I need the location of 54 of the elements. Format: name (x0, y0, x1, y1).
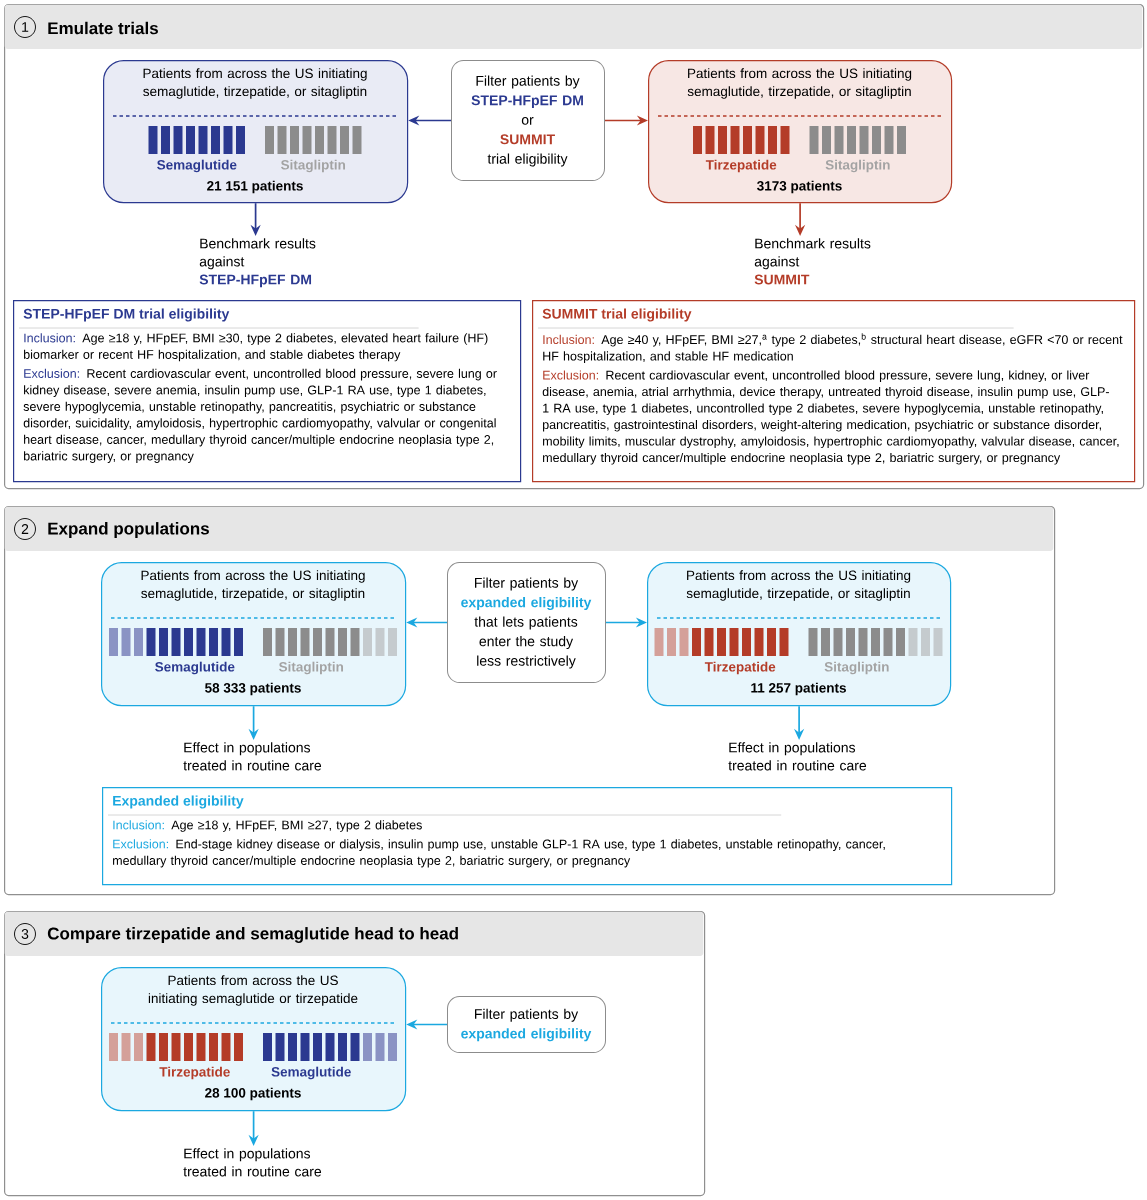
criteria-title: Expanded eligibility (113, 795, 244, 809)
drug-label: Semaglutide (157, 159, 237, 173)
patient-count: 28 100 patients (205, 1087, 301, 1101)
cohort-text: Patients from across the US initiating semaglutide, tirzepatide, or sitagliptin (141, 570, 365, 601)
cohort-text: Patients from across the US initiating semaglutide, tirzepatide, or sitagliptin (143, 68, 367, 99)
result-text: Benchmark results against STEP-HFpEF DM (199, 238, 316, 288)
criteria-text: Inclusion: Age ≥18 y, HFpEF, BMI ≥30, type 2 diabetes, elevated heart failure (HF) biomarker or recent HF hospitalization, and stable diabetes therapy (24, 333, 488, 362)
panel-title: Compare tirzepatide and semaglutide head to head (47, 927, 458, 943)
cohort-box (101, 562, 407, 707)
result-text: Effect in populations treated in routine care (183, 1148, 322, 1177)
patient-count: 11 257 patients (751, 682, 846, 696)
cohort-text: Patients from across the US initiating semaglutide or tirzepatide (148, 975, 358, 1006)
criteria-title: SUMMIT trial eligibility (542, 308, 692, 322)
criteria-title: STEP-HFpEF DM trial eligibility (23, 308, 230, 322)
drug-label: Sitagliptin (278, 661, 343, 675)
criteria-box (13, 300, 522, 483)
panel-title: Expand populations (48, 522, 209, 538)
node-label: Inclusion: (543, 334, 594, 345)
drug-label: Tirzepatide (705, 159, 777, 173)
criteria-text: Exclusion: Recent cardiovascular event, uncontrolled blood pressure, severe lung, kidney, or liver disease, anemia, atrial arrhythmia, device therapy, untreated thyroid disease, insulin pump use, GLP-1 RA use, type 1 diabetes, uncontrolled type 2 diabetes, severe hypoglycemia, unstable retinopathy, pancreatitis, gastrointestinal disorders, weight-altering medication, psychiatric or substance disorder, mobility limits, muscular dystrophy, amyloidosis, hypertrophic cardiomyopathy, valvular disease, cancer, medullary thyroid cancer/multiple endocrine neoplasia type 2, bariatric surgery, or pregnancy (542, 370, 1119, 465)
panel-title: Emulate trials (48, 21, 158, 35)
cohort-box (101, 967, 407, 1112)
drug-label: Tirzepatide (159, 1066, 230, 1080)
drug-label: Sitagliptin (825, 159, 890, 173)
drug-label: Sitagliptin (824, 661, 889, 675)
cohort-box (647, 562, 952, 707)
criteria-text: Exclusion: Recent cardiovascular event, uncontrolled blood pressure, severe lung or kidney disease, severe anemia, insulin pump use, GLP-1 RA use, type 1 diabetes, severe hypoglycemia, unstable retinopathy, pancreatitis, psychiatric or substance disorder, suicidality, amyloidosis, hypertrophic cardiomyopathy, valvular or congenital heart disease, cancer, medullary thyroid cancer/multiple endocrine neoplasia type 2, bariatric surgery, or pregnancy (23, 368, 497, 463)
step-number: 2 (14, 518, 36, 540)
result-text: Effect in populations treated in routine care (183, 742, 322, 771)
step-number: 1 (14, 16, 36, 38)
patient-count: 21 151 patients (207, 180, 303, 194)
criteria-text: Inclusion: Age ≥18 y, HFpEF, BMI ≥27, type 2 diabetes (113, 820, 422, 832)
criteria-box (532, 300, 1136, 483)
cohort-box (648, 60, 953, 204)
drug-label: Tirzepatide (704, 661, 776, 675)
patient-count: 3173 patients (757, 180, 842, 194)
node-label: Age ≥40 y, HFpEF, BMI ≥27,$^{a}$ type 2 diabetes,$^{b}$ structural heart disease, eGFR <70 or recent (601, 333, 1123, 347)
step-number: 3 (14, 923, 36, 945)
cohort-text: Patients from across the US initiating semaglutide, tirzepatide, or sitagliptin (686, 570, 911, 601)
result-text: Effect in populations treated in routine care (728, 742, 867, 771)
result-text: Benchmark results against SUMMIT (754, 238, 871, 285)
cohort-box (103, 60, 409, 204)
drug-label: Semaglutide (155, 661, 235, 675)
filter-box: Filter patients by expanded eligibility (447, 996, 606, 1053)
criteria-box (102, 787, 953, 886)
criteria-text: Inclusion: Age ≥40 y, HFpEF, BMI ≥27,$^{a}$ type 2 diabetes,$^{b}$ structural heart disease, eGFR <70 or recent HF hospitalization, and stable HF medication (543, 333, 1123, 363)
cohort-text: Patients from across the US initiating semaglutide, tirzepatide, or sitagliptin (687, 68, 912, 99)
filter-box: Filter patients by STEP-HFpEF DM or SUMMIT trial eligibility (451, 60, 605, 181)
drug-label: Sitagliptin (280, 159, 345, 173)
patient-count: 58 333 patients (205, 682, 301, 696)
criteria-text: Exclusion: End-stage kidney disease or dialysis, insulin pump use, unstable GLP-1 RA use, type 1 diabetes, unstable retinopathy, cancer, medullary thyroid cancer/multiple endocrine neoplasia type 2, bariatric surgery, or pregnancy (113, 839, 885, 868)
node-label: HF hospitalization, and stable HF medication (543, 351, 793, 363)
drug-label: Semaglutide (271, 1066, 351, 1080)
filter-box: Filter patients by expanded eligibility that lets patients enter the study less restrictively (447, 562, 606, 683)
